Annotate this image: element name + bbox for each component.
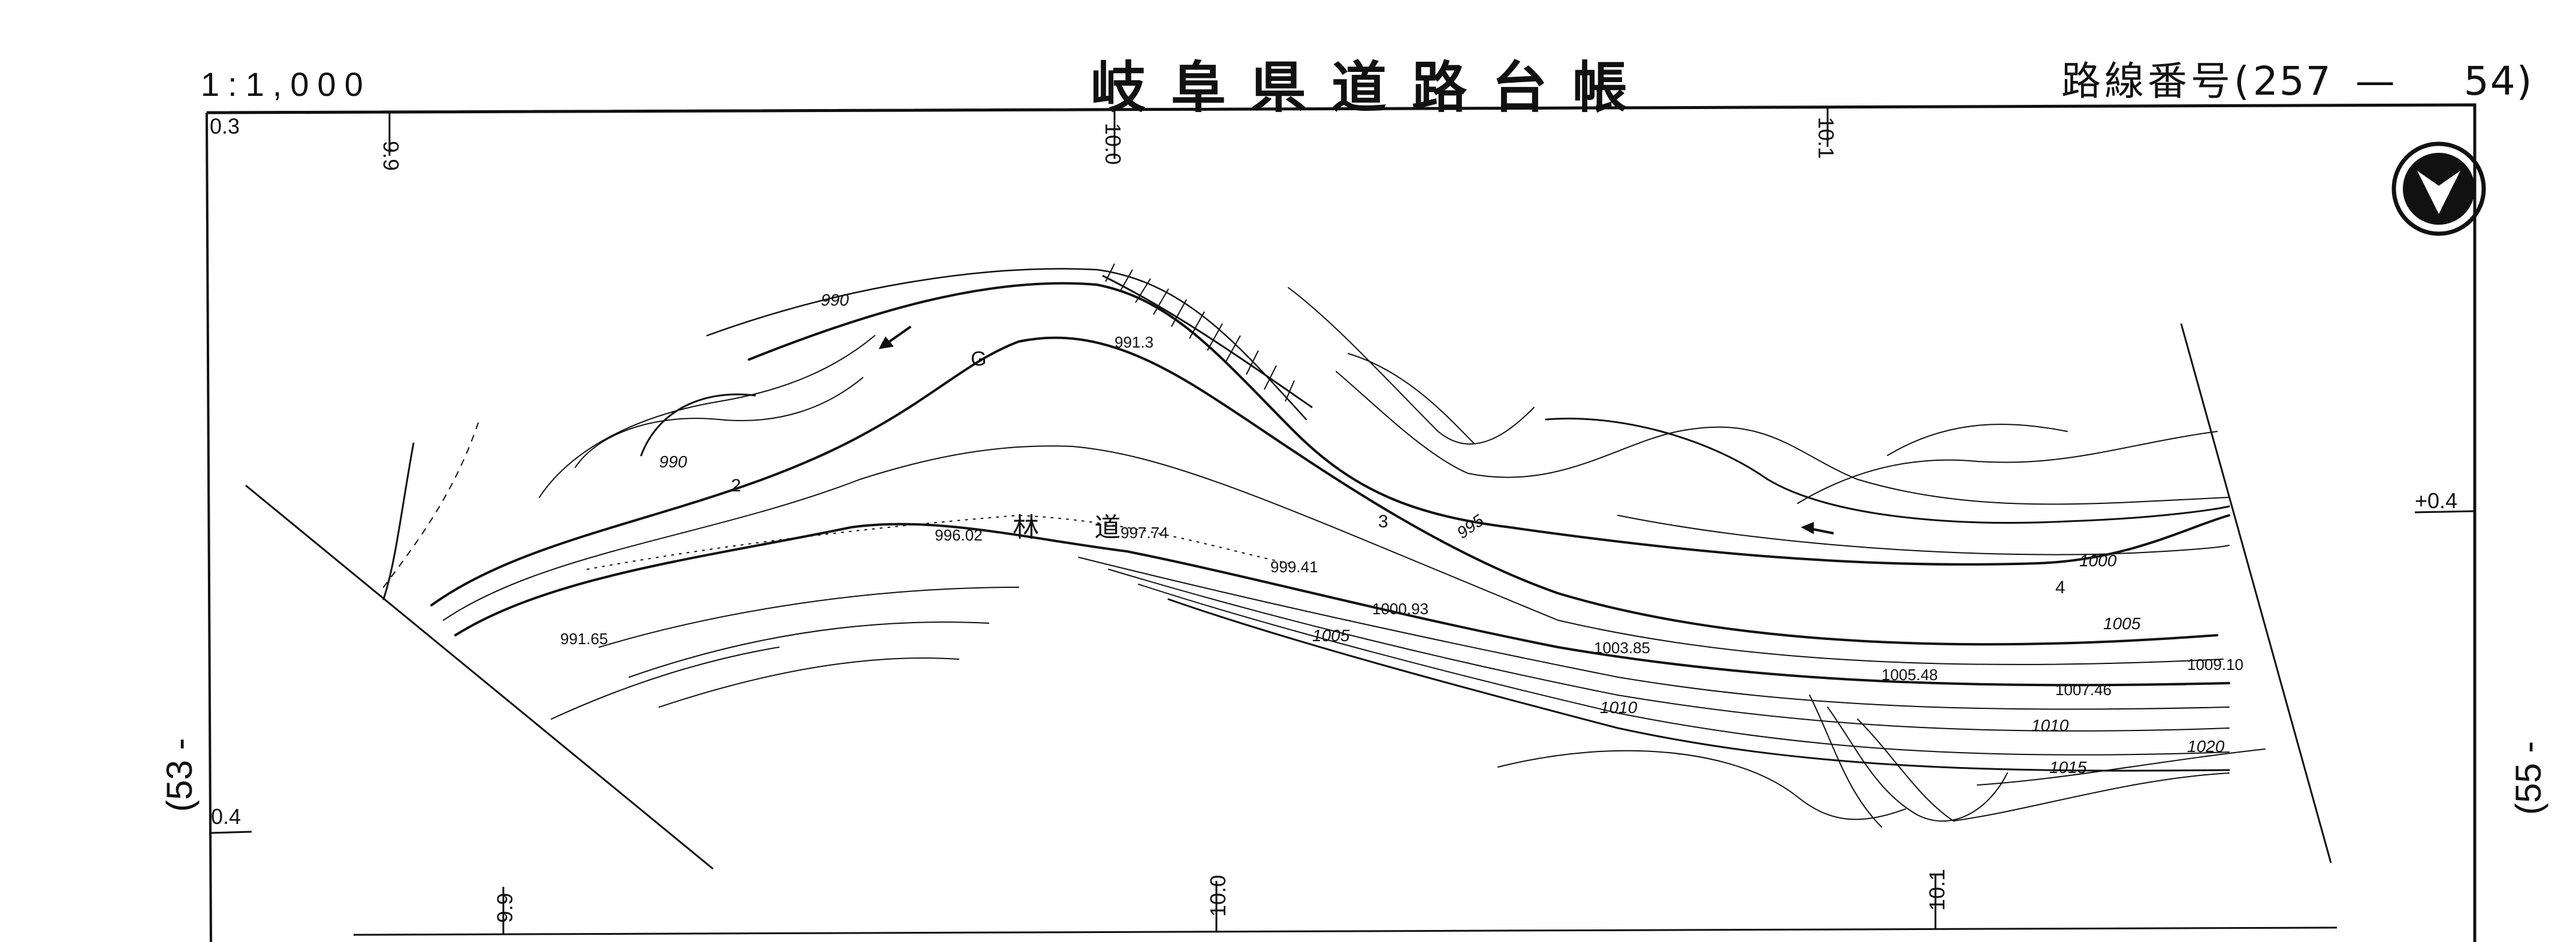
- spot-elevation: 997.74: [1121, 524, 1168, 542]
- spot-elevation: 1009.10: [2187, 656, 2243, 674]
- contour-label: 1010: [2031, 716, 2069, 735]
- station-mark-2: 2: [731, 476, 741, 496]
- route-number-suffix: 54: [2463, 58, 2517, 104]
- contour-label: 1000: [2079, 551, 2117, 570]
- route-number-dash: —: [2355, 58, 2399, 104]
- contour-label: 1015: [2049, 758, 2087, 777]
- contour-label: 1005: [1312, 626, 1350, 645]
- contour-label: 990: [659, 452, 687, 471]
- cut-slope-hatching: [1102, 263, 1313, 409]
- grid-label-top-3: 10.1: [1814, 117, 1838, 159]
- grid-label-left-mid: 0.4: [211, 804, 241, 829]
- spot-elevation: 1007.46: [2055, 681, 2112, 699]
- road-name-label: 林 道: [1013, 513, 1144, 542]
- map-frame-left: [206, 112, 212, 942]
- route-number-prefix: 257: [2252, 58, 2332, 104]
- station-mark-4: 4: [2055, 578, 2065, 597]
- north-arrow-icon: [2391, 141, 2486, 236]
- spot-elevation: 991.65: [560, 630, 608, 648]
- road-centerline: [443, 445, 2224, 665]
- spot-elevation: 1003.85: [1594, 639, 1650, 657]
- grid-label-top-1: 9.9: [379, 141, 403, 171]
- guardrail-symbol: G: [971, 348, 986, 370]
- route-number-label: 路線番号: [2061, 58, 2234, 104]
- contour-label: 990: [821, 291, 849, 309]
- grid-label-top-2: 10.0: [1101, 123, 1125, 165]
- contour-label: 1020: [2187, 737, 2225, 756]
- spot-elevation: 996.02: [935, 526, 983, 544]
- grid-label-bottom-1: 10.0: [1206, 875, 1230, 917]
- map-frame-bottom: [353, 926, 2338, 936]
- grid-label-bottom-2: 10.1: [1925, 869, 1949, 911]
- contour-label: 1005: [2103, 614, 2141, 633]
- grid-label-right-mid: +0.4: [2415, 488, 2457, 513]
- grid-label-bottom-0: 9.9: [493, 893, 517, 923]
- grid-label-top-0: 0.3: [210, 114, 240, 138]
- flow-arrow-icon: [878, 325, 1834, 535]
- route-number: 路線番号(257—54): [2061, 58, 2536, 104]
- road-south-edge: [454, 523, 2230, 687]
- road-north-edge: [430, 336, 2218, 646]
- contour-label: 995: [1454, 511, 1487, 542]
- spot-elevation: 999.41: [1270, 558, 1318, 576]
- station-mark-3: 3: [1378, 512, 1388, 532]
- map-scale: 1:1,000: [201, 65, 372, 103]
- map-frame: [206, 103, 2477, 942]
- upper-road: [748, 282, 2230, 566]
- spot-elevation: 1000.93: [1372, 600, 1429, 618]
- contour-label: 1010: [1600, 698, 1638, 717]
- spot-elevation: 1005.48: [1882, 666, 1938, 684]
- spot-elevation: 991.3: [1115, 333, 1153, 351]
